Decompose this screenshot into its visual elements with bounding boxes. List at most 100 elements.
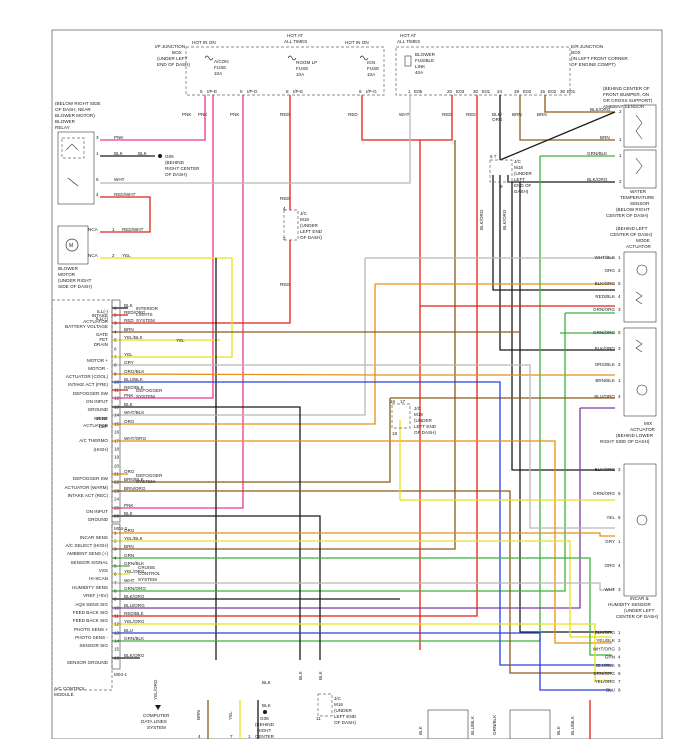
svg-text:I/P JUNCTION: I/P JUNCTION (155, 44, 185, 49)
svg-text:OF DASH): OF DASH) (334, 720, 356, 725)
m04-2-pin-number: 10 (114, 380, 120, 385)
svg-text:I/P-E: I/P-E (207, 89, 217, 94)
mode-actuator-wire-label: RED/BLK (595, 294, 616, 299)
svg-text:4: 4 (96, 192, 99, 197)
m04-1-pin-number: 4 (114, 556, 117, 561)
m04-1-wire-label: GRN/BLK (124, 561, 145, 566)
svg-text:1: 1 (619, 153, 622, 158)
svg-text:(BELOW RIGHT: (BELOW RIGHT (616, 207, 650, 212)
incar-pin-number: 5 (618, 491, 621, 496)
m04-1-pin-number: 7 (114, 581, 117, 586)
incar-wire-label: GRN/ORG (593, 491, 615, 496)
mix-actuator-wire-label: BRN/BLK (595, 378, 616, 383)
svg-text:G05: G05 (165, 154, 174, 159)
svg-text:2: 2 (283, 236, 286, 241)
bottom-connector-pin-number: 4 (618, 655, 621, 660)
svg-text:6: 6 (359, 89, 362, 94)
module-function-label: MODE (94, 416, 108, 421)
svg-text:J/C: J/C (514, 159, 522, 164)
bottom-connector-wire-label: YEL/ORG (595, 679, 616, 684)
svg-text:ACTUATOR: ACTUATOR (626, 244, 652, 249)
svg-text:1: 1 (96, 151, 99, 156)
wire-brnorg-23 (112, 490, 612, 674)
svg-text:BLK/ORG: BLK/ORG (502, 209, 507, 230)
module-function-label: SENSOR SIG (79, 643, 108, 648)
svg-text:J/C: J/C (334, 696, 342, 701)
wire-org-l1 (112, 532, 615, 537)
wire-blkorg-1 (499, 111, 616, 161)
svg-text:BLK: BLK (298, 670, 303, 680)
svg-text:(BELOW RIGHT SIDE: (BELOW RIGHT SIDE (55, 101, 101, 106)
svg-text:FUSE: FUSE (296, 66, 308, 71)
arrow-down-icon (155, 705, 161, 710)
svg-text:(BEHIND CENTER OF: (BEHIND CENTER OF (603, 86, 650, 91)
m04-2-wire-label: BRN (124, 327, 134, 332)
svg-text:WATER: WATER (630, 189, 647, 194)
mix-actuator-wire-label: ORG/BLK (595, 362, 616, 367)
m04-2-pin-number: 7 (114, 355, 117, 360)
m04-2-wire-label: BLK (124, 402, 134, 407)
m04-1-wire-label: WHT (124, 578, 135, 583)
m04-2-wire-label: ORG (124, 419, 135, 424)
module-function-label: FET (99, 337, 108, 342)
m04-1-pin-number: 2 (114, 539, 117, 544)
svg-text:3: 3 (96, 135, 99, 140)
svg-text:BRN: BRN (600, 135, 610, 140)
wire-red-3 (361, 95, 420, 141)
svg-text:ALL TIMES: ALL TIMES (397, 39, 420, 44)
svg-text:YEL: YEL (176, 338, 185, 343)
svg-text:I/P-D: I/P-D (247, 89, 258, 94)
svg-text:INCAR &: INCAR & (630, 596, 649, 601)
m04-1-pin-number: 14 (114, 639, 120, 644)
svg-text:RED: RED (280, 282, 290, 287)
wire-brn-er (519, 95, 615, 141)
mix-actuator-pin-number: 2 (618, 362, 621, 367)
mix-actuator-wire-label: BLK/ORG (595, 346, 616, 351)
bottom-connector-pin-number: 1 (618, 630, 621, 635)
incar-wire-label: BLK/ORG (595, 467, 616, 472)
svg-text:9: 9 (500, 184, 503, 189)
svg-text:CENTER OF DASH): CENTER OF DASH) (610, 232, 653, 237)
m04-1-wire-label: YEL/BLK (124, 536, 144, 541)
jc-m18: RED 4 2 J/C M18 (UNDER LEFT END OF DASH)… (280, 196, 323, 287)
svg-text:10A: 10A (214, 71, 223, 76)
svg-text:ALL TIMES: ALL TIMES (284, 39, 307, 44)
m04-1-wire-label: GRN/ORG (124, 586, 146, 591)
wire-whtorg-17 (112, 440, 612, 644)
svg-text:MODE: MODE (636, 238, 650, 243)
m04-2-wire-label: BRN/BLK (124, 477, 145, 482)
svg-text:2: 2 (619, 109, 622, 114)
svg-text:YEL: YEL (228, 711, 233, 720)
svg-text:FUSE: FUSE (214, 65, 226, 70)
m04-2-wire-label: GRY (124, 360, 134, 365)
svg-text:END OF: END OF (514, 183, 532, 188)
svg-text:20: 20 (447, 89, 453, 94)
mode-actuator-wire-label: BLK/ORG (595, 281, 616, 286)
svg-text:16: 16 (390, 399, 396, 404)
svg-text:E05: E05 (414, 89, 423, 94)
svg-text:(UNDER RIGHT: (UNDER RIGHT (58, 278, 92, 283)
module-function-label: INTAKE ACT (REC) (68, 493, 109, 498)
svg-text:HOT AT: HOT AT (400, 33, 416, 38)
module-function-label: DEFOGGER SW (73, 391, 109, 396)
svg-text:40A: 40A (415, 70, 424, 75)
svg-text:M18: M18 (300, 217, 309, 222)
m04-1-pin-number: 3 (114, 547, 117, 552)
bottom-connector-wire-label: YEL/BLK (596, 638, 616, 643)
svg-text:(UNDER: (UNDER (414, 418, 433, 423)
svg-text:E02: E02 (548, 89, 557, 94)
svg-text:BRN: BRN (512, 112, 522, 117)
wire-blublk (112, 381, 612, 666)
motor-icon (636, 264, 648, 276)
svg-text:30: 30 (473, 89, 479, 94)
module-function-label: MOTOR + (87, 358, 108, 363)
svg-text:SYSTEM: SYSTEM (136, 318, 155, 323)
incar-pin-number: 2 (618, 467, 621, 472)
bottom-connector-wire-label: WHT/ORG (593, 646, 616, 651)
svg-text:BLK: BLK (114, 151, 124, 156)
svg-text:(IN LEFT FRONT CORNER: (IN LEFT FRONT CORNER (571, 56, 628, 61)
room-lp-fuse: ROOM LP FUSE 10A (287, 55, 317, 77)
module-function-label: GATE (96, 332, 108, 337)
